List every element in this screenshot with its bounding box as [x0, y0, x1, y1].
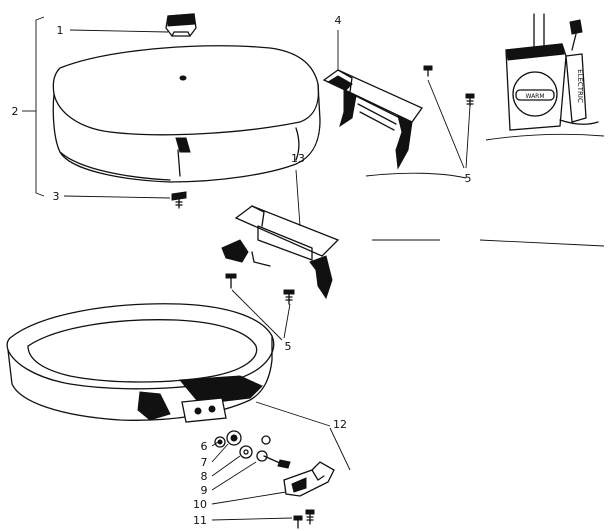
front-leg-13[interactable] [221, 205, 340, 300]
callout-7: 7 [201, 456, 208, 469]
cover-bracket [35, 16, 45, 197]
dial-label: WARM [525, 93, 544, 100]
control-label: ELECTRIC [576, 69, 584, 103]
skillet-pan-12[interactable] [6, 303, 275, 423]
terminal-pin-9[interactable] [256, 450, 291, 469]
callout-10: 10 [193, 498, 207, 511]
callout-6: 6 [201, 440, 208, 453]
callout-9: 9 [201, 484, 208, 497]
callout-labels: 1 2 3 4 5 5 6 7 8 9 10 11 12 13 [12, 14, 472, 527]
screw-5-top-a[interactable] [423, 65, 433, 77]
terminal-bracket-10[interactable] [283, 461, 335, 497]
callout-13: 13 [291, 152, 305, 165]
screw-5-right[interactable] [283, 289, 295, 305]
callout-5-top: 5 [465, 172, 472, 185]
washer-8[interactable] [239, 445, 253, 459]
callout-2: 2 [12, 105, 19, 118]
rear-leg-4[interactable] [322, 69, 423, 170]
insulator-7b[interactable] [261, 435, 271, 445]
cover[interactable] [52, 45, 321, 183]
screw-11[interactable] [293, 509, 315, 529]
insulator-7[interactable] [226, 430, 242, 446]
callout-8: 8 [201, 470, 208, 483]
knob-1[interactable] [165, 13, 197, 37]
callout-11: 11 [193, 514, 207, 527]
callout-12: 12 [333, 418, 347, 431]
screw-5-top-b[interactable] [465, 93, 475, 107]
screw-5-left[interactable] [225, 273, 237, 289]
callout-5-mid: 5 [285, 340, 292, 353]
callout-3: 3 [53, 190, 60, 203]
screw-3[interactable] [171, 191, 187, 209]
temperature-control[interactable]: WARM ELECTRIC [505, 13, 599, 131]
leader-lines [22, 29, 605, 521]
callout-1: 1 [57, 24, 64, 37]
nut-6[interactable] [214, 436, 226, 448]
callout-4: 4 [335, 14, 342, 27]
